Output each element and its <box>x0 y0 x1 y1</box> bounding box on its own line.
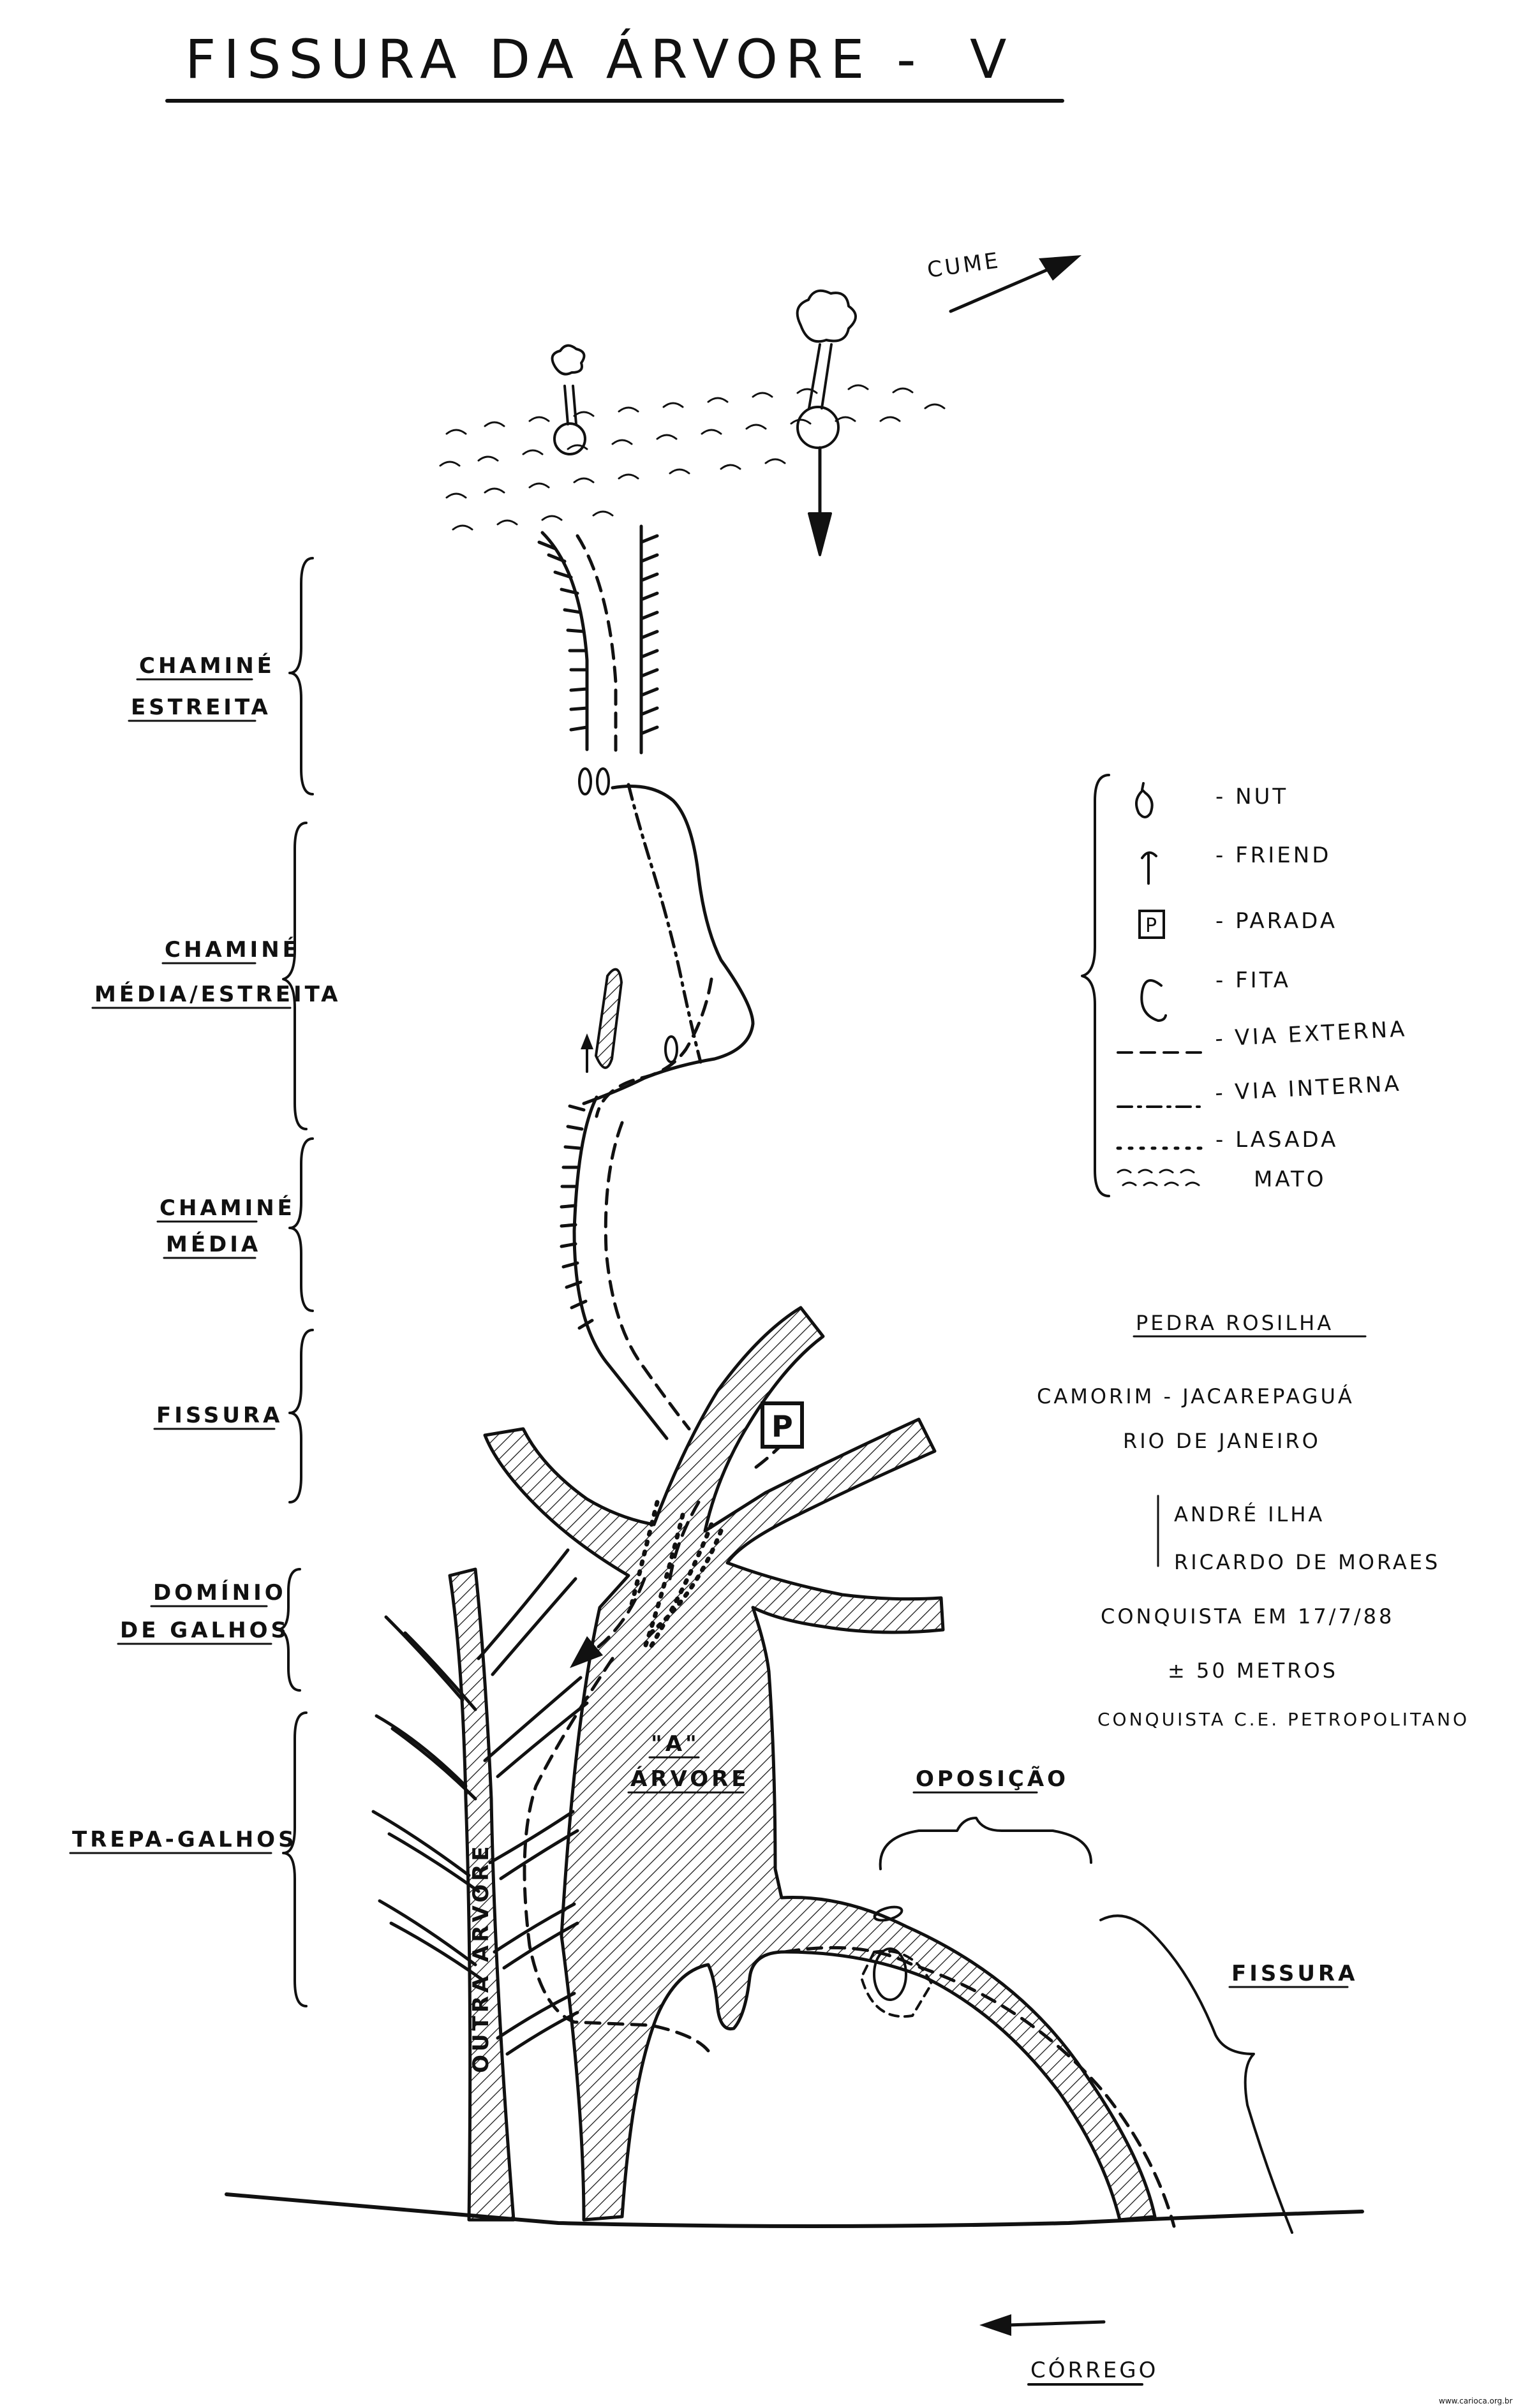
opposition-marks <box>860 1817 1092 2018</box>
section-label-dominio-de-galhos: DOMÍNIO DE GALHOS <box>117 1579 290 1645</box>
chimney-medium-narrow <box>581 783 755 1118</box>
section-label-trepa-galhos: TREPA-GALHOS <box>69 1827 297 1854</box>
svg-text:P: P <box>1145 915 1159 937</box>
svg-text:CHAMINÉ: CHAMINÉ <box>165 936 301 963</box>
other-tree-label: OUTRA ÁRVORE <box>468 1843 494 2073</box>
legend-label-via-externa: - VIA EXTERNA <box>1214 1016 1408 1052</box>
svg-text:MÉDIA/ESTREITA: MÉDIA/ESTREITA <box>94 981 341 1007</box>
legend-nut-icon <box>1135 782 1154 818</box>
legend-mato-icon <box>1117 1169 1200 1186</box>
legend-brace <box>1081 774 1110 1197</box>
svg-text:P: P <box>771 1409 795 1444</box>
info-climber-2: RICARDO DE MORAES <box>1174 1550 1440 1574</box>
legend-label-lasada: - LASADA <box>1215 1127 1338 1153</box>
main-tree <box>483 1306 1157 2222</box>
info-climber-1: ANDRÉ ILHA <box>1174 1502 1325 1526</box>
svg-text:TREPA-GALHOS: TREPA-GALHOS <box>72 1827 297 1852</box>
info-length: ± 50 METROS <box>1168 1658 1338 1683</box>
oposicao-label: OPOSIÇÃO <box>916 1766 1069 1792</box>
legend-label-parada: - PARADA <box>1215 908 1337 934</box>
section-label-chamine-media: CHAMINÉ MÉDIA <box>156 1195 295 1259</box>
grade-label: V <box>970 28 1014 91</box>
tree-mark-label: "A" <box>651 1731 700 1757</box>
nut-pair-icon <box>578 767 610 795</box>
info-club: CONQUISTA C.E. PETROPOLITANO <box>1097 1709 1469 1730</box>
svg-text:FISSURA: FISSURA <box>156 1403 283 1428</box>
legend-label-nut: - NUT <box>1215 784 1288 809</box>
anchor-large-icon <box>796 289 857 556</box>
summit-arrow-icon <box>949 255 1081 313</box>
legend-label-mato: MATO <box>1254 1167 1326 1192</box>
anchor-small-icon <box>551 344 586 455</box>
info-city: RIO DE JANEIRO <box>1123 1429 1321 1453</box>
tree-label: ÁRVORE <box>630 1766 750 1792</box>
legend-fita-icon <box>1140 979 1167 1022</box>
legend-label-friend: - FRIEND <box>1215 843 1331 868</box>
section-label-fissura: FISSURA <box>153 1403 283 1430</box>
route-external-upper <box>576 534 618 755</box>
watermark-text: www.carioca.org.br <box>1439 2397 1513 2405</box>
page-title: FISSURA DA ÁRVORE - <box>185 28 924 91</box>
legend-label-fita: - FITA <box>1215 968 1291 993</box>
route-through-tree <box>523 1421 1176 2228</box>
legend-label-via-interna: - VIA INTERNA <box>1214 1071 1402 1106</box>
section-braces <box>276 557 314 2007</box>
fissura-right-label: FISSURA <box>1231 1961 1358 1986</box>
svg-text:CHAMINÉ: CHAMINÉ <box>139 653 275 679</box>
parada-stop-icon: P <box>761 1401 804 1449</box>
info-date: CONQUISTA EM 17/7/88 <box>1101 1604 1394 1629</box>
ground-line <box>225 2192 1364 2228</box>
section-label-chamine-estreita: CHAMINÉ ESTREITA <box>128 653 275 722</box>
svg-text:DOMÍNIO: DOMÍNIO <box>153 1579 286 1606</box>
svg-text:MÉDIA: MÉDIA <box>166 1231 261 1257</box>
stream-arrow-icon <box>979 2314 1106 2336</box>
svg-text:CHAMINÉ: CHAMINÉ <box>160 1195 295 1221</box>
stream-label: CÓRREGO <box>1030 2357 1158 2383</box>
info-region: CAMORIM - JACAREPAGUÁ <box>1037 1384 1355 1408</box>
summit-label: CUME <box>926 247 1002 283</box>
section-label-chamine-media-estreita: CHAMINÉ MÉDIA/ESTREITA <box>91 936 341 1009</box>
legend-friend-icon <box>1141 851 1157 885</box>
info-rock-name: PEDRA ROSILHA <box>1136 1311 1334 1335</box>
svg-text:ESTREITA: ESTREITA <box>131 695 271 720</box>
svg-text:DE GALHOS: DE GALHOS <box>120 1618 290 1643</box>
mato-band <box>439 384 946 531</box>
legend-parada-icon: P <box>1138 910 1165 939</box>
other-tree <box>371 1548 589 2222</box>
fissura-right-bracket <box>1099 1914 1293 2234</box>
chimney-medium <box>560 1095 691 1440</box>
chimney-narrow-walls <box>537 524 659 755</box>
